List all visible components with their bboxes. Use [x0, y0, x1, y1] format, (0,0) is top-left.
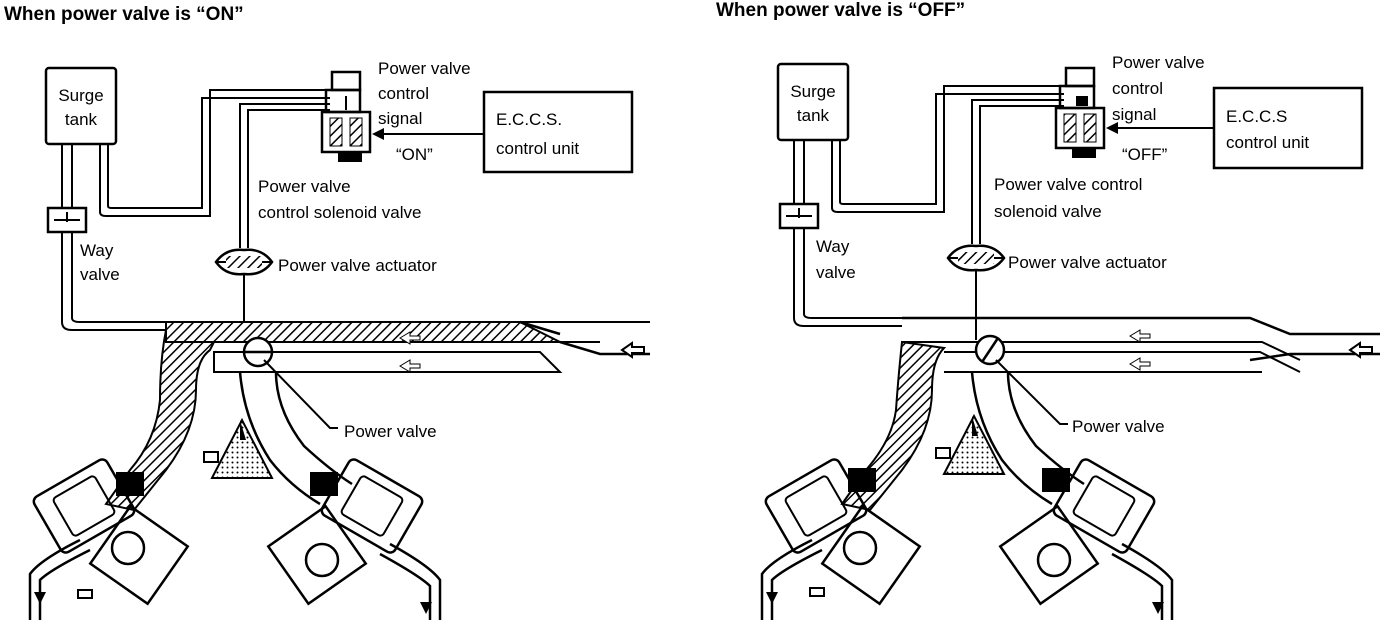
ecu-label-2: control unit	[496, 139, 579, 158]
panel-title: When power valve is “OFF”	[716, 0, 965, 21]
way-valve-label-1: Way	[80, 241, 114, 260]
ecu-label-1: E.C.C.S	[1226, 107, 1287, 126]
control-signal-label-1: Power valve	[378, 59, 471, 78]
surge-tank-label-1: Surge	[790, 82, 835, 101]
ecu-label-1: E.C.C.S.	[496, 110, 562, 129]
power-valve-disc	[974, 334, 1006, 366]
solenoid-label-2: control solenoid valve	[258, 203, 421, 222]
actuator-label: Power valve actuator	[278, 256, 437, 275]
ecu-box: E.C.C.S control unit	[1212, 86, 1364, 170]
actuator-label: Power valve actuator	[1008, 253, 1167, 272]
panel-title: When power valve is “ON”	[4, 4, 244, 25]
control-signal-label-2: control	[378, 84, 429, 103]
way-valve-label-2: valve	[816, 263, 856, 282]
way-valve: Way valve	[46, 206, 120, 284]
engine-right	[998, 458, 1174, 620]
state-label: “OFF”	[1122, 145, 1168, 164]
control-signal-label-1: Power valve	[1112, 53, 1205, 72]
power-valve-label: Power valve	[344, 422, 437, 441]
control-signal-label-2: control	[1112, 79, 1163, 98]
surge-tank-label-2: tank	[65, 110, 98, 129]
surge-tank: Surge tank	[44, 66, 118, 146]
panel-off: When power valve is “OFF” Surge tank Way…	[716, 0, 1380, 620]
engine-right	[266, 458, 442, 620]
engine-left	[760, 458, 922, 620]
control-signal-label-3: signal	[1112, 105, 1156, 124]
surge-tank-label-1: Surge	[58, 86, 103, 105]
engine-left	[28, 458, 190, 620]
solenoid-label-2: solenoid valve	[994, 202, 1102, 221]
surge-tank-label-2: tank	[797, 106, 830, 125]
solenoid-label-1: Power valve control	[994, 175, 1142, 194]
way-valve-label-1: Way	[816, 237, 850, 256]
power-valve-disc	[242, 336, 274, 368]
solenoid-label-1: Power valve	[258, 177, 351, 196]
power-valve-label: Power valve	[1072, 417, 1165, 436]
surge-tank: Surge tank	[776, 62, 850, 142]
ecu-label-2: control unit	[1226, 133, 1309, 152]
solenoid-valve	[1054, 66, 1106, 158]
solenoid-valve	[320, 70, 372, 162]
ecu-box: E.C.C.S. control unit	[482, 90, 634, 174]
panel-on: When power valve is “ON” Surge tank Way …	[4, 4, 650, 620]
control-signal-label-3: signal	[378, 109, 422, 128]
way-valve-label-2: valve	[80, 265, 120, 284]
power-valve-actuator	[946, 244, 1006, 340]
state-label: “ON”	[396, 145, 433, 164]
way-valve: Way valve	[778, 202, 856, 282]
